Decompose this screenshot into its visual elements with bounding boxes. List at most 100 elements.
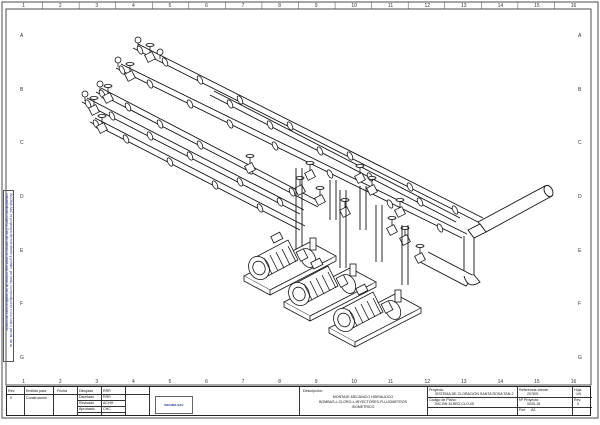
grid-col-label: 4 bbox=[131, 3, 135, 9]
pipe-flange bbox=[226, 119, 234, 129]
motor-rib bbox=[315, 277, 325, 295]
valve-handwheel bbox=[367, 176, 377, 180]
grid-col-label: 14 bbox=[497, 3, 504, 9]
grid-col-label: 12 bbox=[424, 379, 431, 385]
role-revisado: Revisado bbox=[79, 401, 94, 405]
pipe-flange bbox=[346, 151, 354, 161]
grid-row-label: F bbox=[578, 301, 582, 308]
coupling-guard bbox=[335, 274, 349, 288]
role-disenado: Diseñado bbox=[79, 395, 95, 399]
name-disenado: RRR bbox=[103, 395, 111, 399]
motor-rib bbox=[287, 245, 297, 263]
descripcion-label: Descripción: bbox=[303, 389, 323, 393]
valve-body bbox=[366, 184, 378, 196]
pipe-flange bbox=[156, 119, 164, 129]
proyecto-label: Proyecto: bbox=[429, 388, 445, 392]
role-aprobado: Aprobado bbox=[79, 407, 95, 411]
valve-handwheel bbox=[245, 154, 255, 158]
nproyecto-value: 0005-18 bbox=[527, 402, 541, 406]
skid-base-edge bbox=[354, 308, 422, 348]
grid-col-label: 8 bbox=[278, 3, 281, 9]
pump-skid bbox=[243, 231, 337, 296]
rev-header: Rev. bbox=[8, 389, 16, 393]
pipe-flange bbox=[436, 223, 444, 233]
grid-row-label: A bbox=[578, 32, 582, 39]
pipe-flange bbox=[196, 140, 204, 150]
grid-col-label: 2 bbox=[58, 379, 62, 385]
motor-rib bbox=[354, 306, 364, 324]
pipe-flange bbox=[288, 187, 296, 197]
grid-col-label: 2 bbox=[58, 3, 62, 9]
grid-row-label: B bbox=[20, 86, 24, 93]
pipe-flange bbox=[146, 79, 154, 89]
valve-body bbox=[102, 92, 114, 104]
pipe-flange bbox=[108, 111, 116, 121]
grid-col-label: 16 bbox=[570, 3, 577, 9]
referencia-label: Referencia cliente: bbox=[519, 388, 549, 392]
company-logo: INCOMA SAC bbox=[155, 396, 193, 414]
pipe-flange bbox=[236, 177, 244, 187]
valve-body bbox=[304, 169, 316, 181]
valve-handwheel bbox=[400, 226, 410, 230]
pressure-gauge bbox=[156, 48, 164, 56]
terminal-box bbox=[355, 283, 369, 296]
motor-rib bbox=[321, 274, 331, 292]
pipe-flange bbox=[276, 197, 284, 207]
title-block: Rev. 0 Emitido para Construcción Fecha D… bbox=[6, 386, 592, 416]
pipe-flange bbox=[211, 180, 219, 190]
grid-col-label: 15 bbox=[534, 379, 540, 385]
logo-text: INCOMA SAC bbox=[164, 403, 184, 407]
pressure-gauge bbox=[114, 56, 122, 64]
terminal-box bbox=[270, 231, 284, 244]
grid-row-label: C bbox=[578, 140, 582, 147]
nproyecto-label: Nº Proyecto: bbox=[519, 398, 540, 402]
pressure-gauge bbox=[81, 90, 89, 98]
name-dibujado: RRR bbox=[103, 389, 111, 393]
motor-rib bbox=[327, 271, 337, 289]
motor-rib bbox=[263, 257, 273, 275]
grid-row-label: C bbox=[20, 140, 24, 147]
rev-block-label: Rev. bbox=[574, 398, 582, 402]
valve-handwheel bbox=[97, 114, 107, 118]
rev-value: 0 bbox=[10, 396, 12, 400]
grid-col-label: 6 bbox=[205, 379, 208, 385]
grid-col-label: 3 bbox=[95, 379, 99, 385]
motor-rib bbox=[275, 251, 285, 269]
pipe-flange bbox=[326, 169, 334, 179]
grid-row-label: G bbox=[578, 355, 582, 362]
pipe-flange bbox=[118, 65, 126, 75]
grid-row-label: E bbox=[578, 247, 582, 254]
terminal-box bbox=[310, 257, 324, 270]
emitido-value: Construcción bbox=[26, 396, 47, 400]
valve-body bbox=[88, 104, 100, 116]
descripcion-line-3: ISOMETRICO bbox=[351, 405, 375, 409]
motor-rib bbox=[366, 300, 376, 318]
pump-discharge-nozzle bbox=[394, 289, 402, 303]
rev-block-value: 0 bbox=[577, 402, 579, 406]
motor-rib bbox=[269, 254, 279, 272]
pipe-flange bbox=[266, 120, 274, 130]
fecha-header: Fecha bbox=[57, 389, 67, 393]
grid-col-label: 9 bbox=[314, 379, 318, 385]
coupling-guard bbox=[380, 300, 394, 314]
motor-fan-cover bbox=[252, 260, 266, 276]
valve-body bbox=[354, 172, 366, 184]
coupling-guard bbox=[295, 248, 309, 262]
grid-col-label: 3 bbox=[95, 3, 99, 9]
skid-base-edge bbox=[328, 328, 356, 348]
pipe-flange bbox=[286, 121, 294, 131]
pipe-headers bbox=[81, 43, 484, 239]
valve-handwheel bbox=[103, 84, 113, 88]
pipe-flange bbox=[416, 197, 424, 207]
grid-col-label: 11 bbox=[387, 3, 394, 9]
codigo-value: INC-BH-M-SED-CLO-I/5 bbox=[435, 402, 474, 406]
grid-row-label: G bbox=[20, 355, 24, 362]
valve-body bbox=[314, 194, 326, 206]
grid-col-label: 1 bbox=[22, 379, 26, 385]
pipe-flange bbox=[256, 203, 264, 213]
pressure-gauge bbox=[96, 80, 104, 88]
pipe-flange bbox=[236, 95, 244, 105]
grid-col-label: 7 bbox=[241, 3, 245, 9]
motor-rib bbox=[372, 297, 382, 315]
pipe-flange bbox=[451, 205, 459, 215]
